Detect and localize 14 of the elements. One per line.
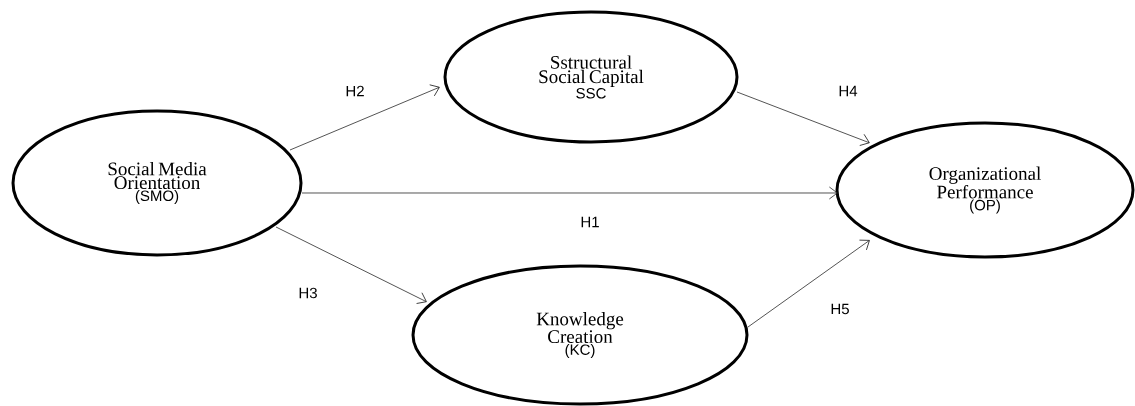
ellipse-node: Social Media Orientation (SMO) xyxy=(11,109,303,257)
arrow xyxy=(289,84,440,151)
ellipse-node: Sstructural Social Capital SSC xyxy=(443,10,739,144)
edge-label: H3 xyxy=(297,286,319,300)
edge-label: H1 xyxy=(579,215,601,229)
arrow xyxy=(747,239,870,328)
arrow xyxy=(736,91,870,146)
ellipse-node: Organizational Performance (OP) xyxy=(835,121,1135,259)
edge-label: H4 xyxy=(837,84,859,98)
edge-label: H5 xyxy=(829,302,851,316)
edge-label: H2 xyxy=(344,84,366,98)
ellipse-node: Knowledge Creation (KC) xyxy=(411,264,749,406)
arrow xyxy=(275,226,427,304)
arrow xyxy=(301,186,838,200)
